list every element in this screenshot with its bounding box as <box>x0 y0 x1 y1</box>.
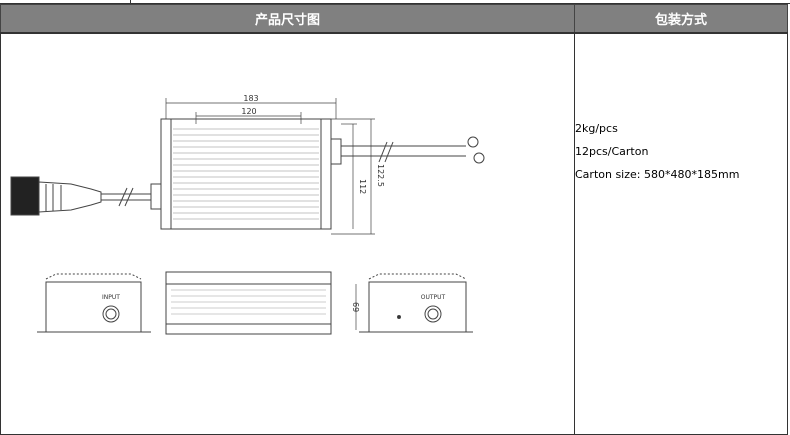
dimension-lines <box>165 98 375 235</box>
charger-top-view <box>150 118 485 230</box>
previous-row-border <box>0 0 790 4</box>
dim-122-5-label: 122.5 <box>376 164 385 187</box>
dim-69-label: 69 <box>351 302 360 312</box>
output-label: OUTPUT <box>421 294 446 301</box>
product-spec-table: 产品尺寸图 包装方式 183 120 112 122.5 <box>0 4 788 435</box>
input-label: INPUT <box>102 294 120 301</box>
dim-183-label: 183 <box>243 94 258 103</box>
ac-plug <box>10 176 161 216</box>
dimension-drawing-cell: 183 120 112 122.5 INPUT OUTPUT 69 <box>0 32 575 435</box>
header-dimension-drawing: 产品尺寸图 <box>0 4 575 34</box>
packaging-carton-size: Carton size: 580*480*185mm <box>575 168 740 181</box>
packaging-weight: 2kg/pcs <box>575 122 618 135</box>
charger-output-end-view: OUTPUT 69 <box>351 273 473 333</box>
dim-112-label: 112 <box>358 179 367 194</box>
packaging-quantity: 12pcs/Carton <box>575 145 649 158</box>
charger-side-view <box>165 271 332 335</box>
dim-120-label: 120 <box>241 107 256 116</box>
packaging-cell: 2kg/pcs 12pcs/Carton Carton size: 580*48… <box>574 32 788 435</box>
header-packaging: 包装方式 <box>574 4 788 34</box>
charger-input-end-view: INPUT <box>37 273 151 333</box>
dimension-drawing: 183 120 112 122.5 INPUT OUTPUT 69 <box>10 94 485 335</box>
